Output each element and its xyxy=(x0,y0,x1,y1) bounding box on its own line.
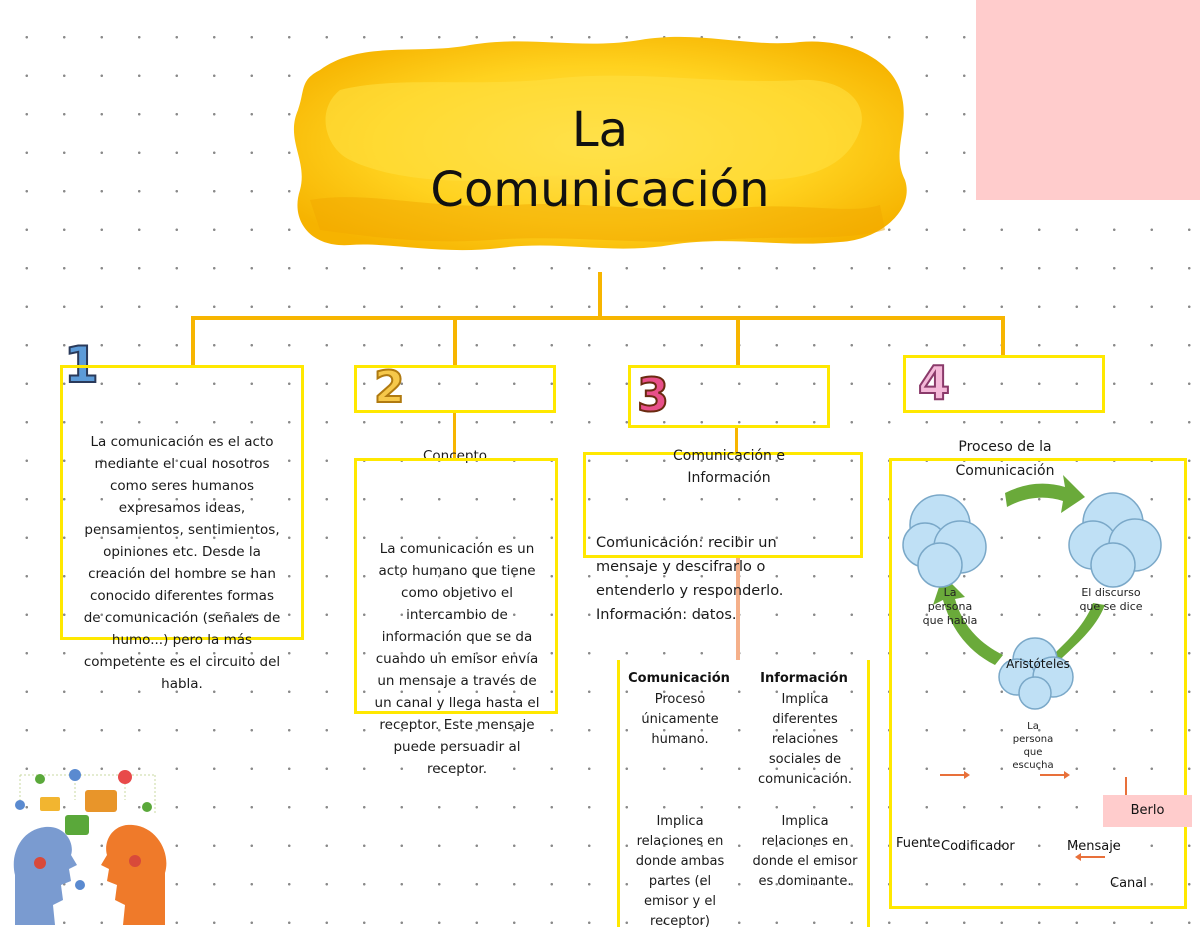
connector-sub-2 xyxy=(453,413,456,461)
comparison-left-1: Proceso únicamente humano. xyxy=(641,692,719,747)
berlo-canal: Canal xyxy=(1110,876,1147,891)
section-3-number: 3 xyxy=(636,367,670,423)
arrow-left-up xyxy=(933,575,1003,665)
communication-illustration xyxy=(13,769,167,925)
arrow-right-down xyxy=(1035,603,1105,670)
connector-sub-3b xyxy=(736,556,740,660)
comparison-right-2: Implica relaciones en donde el emisor es… xyxy=(752,814,858,889)
title-line-1: La xyxy=(571,102,629,158)
cycle-cloud-right: El discurso que se dice xyxy=(1079,586,1143,613)
section-4-box xyxy=(889,458,1187,909)
connector-trunk xyxy=(598,272,602,318)
berlo-mensaje: Mensaje xyxy=(1067,839,1121,854)
cycle-cloud-bottom: Aristóteles xyxy=(1006,657,1070,671)
phone-icon xyxy=(69,769,81,781)
arrow-top xyxy=(1005,475,1085,513)
section-2-box xyxy=(354,458,558,714)
section-3-label: Comunicación e Información xyxy=(673,448,785,486)
dotted-network xyxy=(19,774,156,815)
comparison-left-header: Comunicación xyxy=(628,671,730,686)
berlo-codificador: Codificador xyxy=(941,839,1015,854)
comparison-right-header: Información xyxy=(760,671,848,686)
chart-icon xyxy=(65,815,89,835)
comparison-left-2: Implica relaciones en donde ambas partes… xyxy=(635,814,725,929)
section-2-number: 2 xyxy=(373,361,406,414)
section-4-number-box xyxy=(903,355,1105,413)
connector-drop-3 xyxy=(736,316,740,366)
pink-block xyxy=(976,0,1200,200)
cloud-right xyxy=(1068,492,1162,588)
connector-drop-4 xyxy=(1001,316,1005,356)
section-2-number-box xyxy=(354,365,556,413)
mail-icon xyxy=(40,797,60,811)
section-1-text: La comunicación es el acto mediante el c… xyxy=(83,434,281,692)
head-right xyxy=(101,824,167,925)
cycle-listener: La persona que escucha xyxy=(1012,721,1054,771)
lock-icon xyxy=(118,770,132,784)
berlo-label: Berlo xyxy=(1103,795,1192,827)
search-icon xyxy=(142,802,152,812)
section-2-text: La comunicación es un acto humano que ti… xyxy=(374,541,540,777)
comparison-right-border xyxy=(867,660,870,927)
globe-icon xyxy=(35,774,45,784)
share-icon xyxy=(15,800,25,810)
cloud-left xyxy=(902,494,987,588)
page-title: La Comunicación xyxy=(340,100,860,220)
comparison-right-1: Implica diferentes relaciones sociales d… xyxy=(757,692,853,787)
berlo-fuente: Fuente xyxy=(896,836,941,851)
comparison-left-border xyxy=(617,660,620,927)
section-1-box xyxy=(60,365,304,640)
title-banner xyxy=(293,36,907,251)
section-3-number-box xyxy=(628,365,830,428)
section-3-text: Comunicación: recibir un mensaje y desci… xyxy=(596,535,784,623)
section-3-label-box xyxy=(583,452,863,558)
connector-drop-2 xyxy=(453,316,457,366)
head-left xyxy=(13,826,77,925)
communication-cycle xyxy=(902,475,1162,710)
connector-sub-3 xyxy=(735,428,738,454)
connector-drop-1 xyxy=(191,316,195,366)
section-4-number: 4 xyxy=(917,355,951,411)
connector-bar xyxy=(191,316,1005,320)
cycle-cloud-left: La persona que habla xyxy=(922,586,978,627)
section-4-label: Proceso de la Comunicación xyxy=(955,439,1055,479)
chat-icon xyxy=(85,790,117,812)
title-line-2: Comunicación xyxy=(430,162,770,218)
small-icon xyxy=(75,880,85,890)
cloud-bottom xyxy=(998,637,1074,710)
